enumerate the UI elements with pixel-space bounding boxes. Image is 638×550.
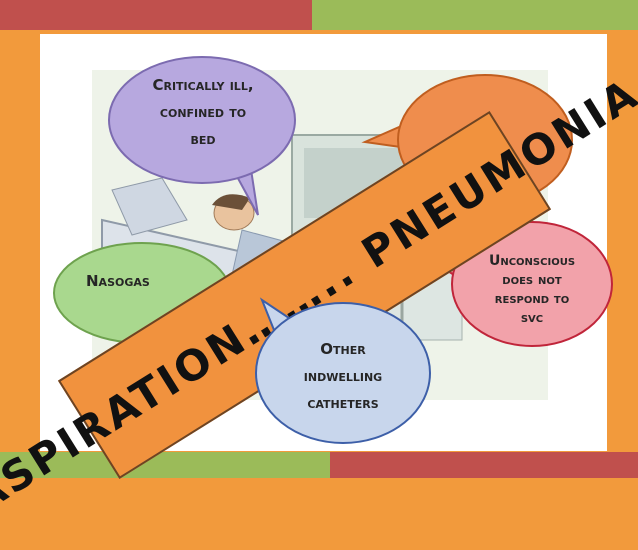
catheters-line2: indwelling — [303, 367, 383, 385]
bubble-catheters-text: Other indwelling catheters — [283, 336, 403, 417]
critically-ill-line3: bed — [190, 130, 216, 148]
unconscious-line3: respond to — [494, 291, 570, 307]
bottom-left-bar — [0, 452, 330, 478]
unconscious-line1: Unconscious — [488, 253, 576, 269]
blue-bubble-layer — [255, 297, 431, 444]
bubble-unconscious-text: Unconscious does not respond to svc — [470, 252, 594, 328]
bubble-critically-ill — [108, 56, 296, 216]
critically-ill-line2: confined to — [159, 103, 247, 121]
unconscious-line4: svc — [520, 310, 544, 326]
top-right-bar — [312, 0, 638, 30]
bottom-right-bar — [330, 452, 638, 478]
critically-ill-line1: Critically ill, — [152, 76, 254, 94]
unconscious-line2: does not — [502, 272, 562, 288]
catheters-line1: Other — [320, 340, 366, 358]
catheters-line3: catheters — [307, 394, 379, 412]
bubble-nasogastric-text: Nasogas — [86, 272, 150, 290]
top-left-bar — [0, 0, 312, 30]
bubble-critically-ill-text: Critically ill, confined to bed — [120, 72, 286, 153]
bubble-catheters — [255, 297, 431, 444]
